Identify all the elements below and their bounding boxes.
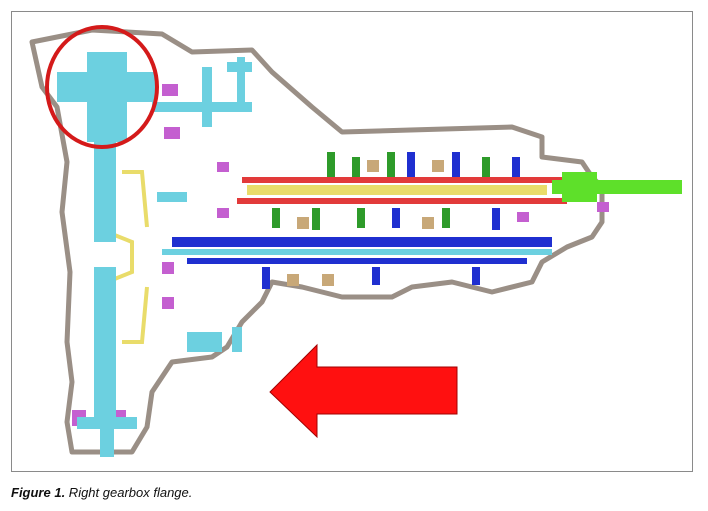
diagram-frame bbox=[11, 11, 693, 472]
gears-upper bbox=[272, 152, 490, 230]
output-shaft-green bbox=[552, 172, 682, 202]
shaft-upper-red bbox=[237, 177, 572, 204]
shaft-lower-blue bbox=[162, 237, 552, 264]
gears-blue bbox=[262, 152, 520, 289]
figure-caption-text: Right gearbox flange. bbox=[65, 485, 193, 500]
flange-cyan bbox=[57, 52, 252, 457]
gears-tan bbox=[287, 160, 444, 286]
figure-label: Figure 1. bbox=[11, 485, 66, 500]
gearbox-cross-section bbox=[29, 25, 682, 457]
flange-highlight-circle bbox=[45, 25, 159, 149]
figure-caption: Figure 1. Right gearbox flange. bbox=[11, 485, 192, 500]
direction-arrow bbox=[269, 343, 458, 439]
